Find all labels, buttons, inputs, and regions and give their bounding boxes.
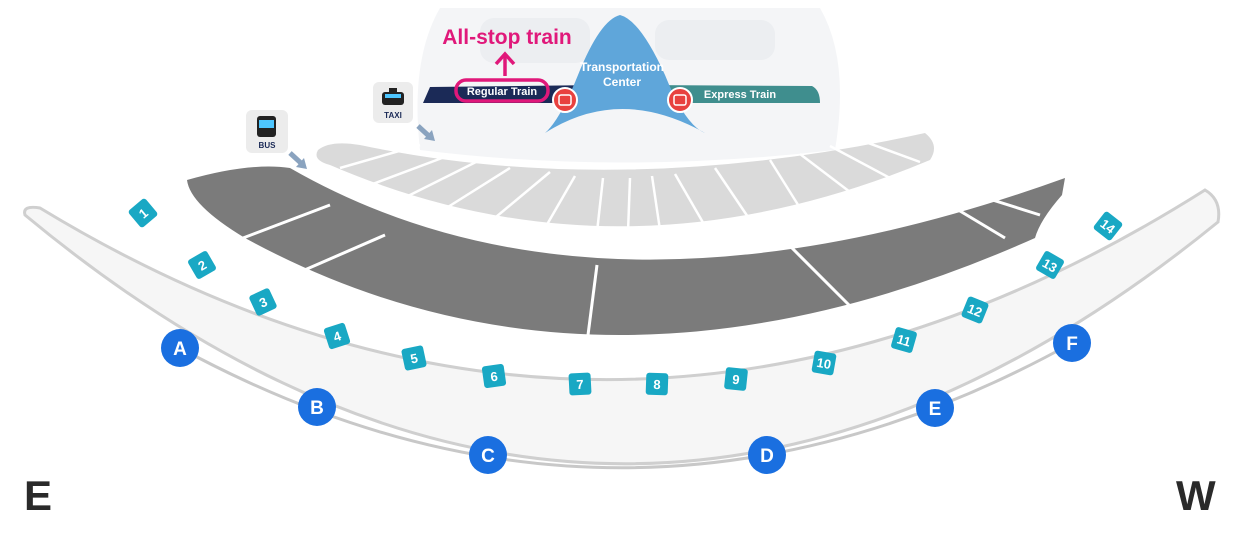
express-train-label: Express Train bbox=[704, 89, 776, 101]
compass-west: W bbox=[1176, 472, 1216, 519]
train-station-icon bbox=[667, 87, 693, 113]
gate-marker bbox=[249, 288, 277, 316]
gate-marker bbox=[1036, 251, 1064, 279]
counter-C[interactable]: C bbox=[469, 436, 507, 474]
gate-2[interactable]: 2 bbox=[187, 250, 217, 280]
gate-marker bbox=[481, 363, 507, 389]
gate-marker bbox=[961, 296, 989, 324]
check-in-zone bbox=[187, 166, 1065, 335]
counter-letter: E bbox=[929, 399, 942, 420]
counter-letter: F bbox=[1066, 334, 1078, 355]
zone-dividers bbox=[242, 183, 1041, 336]
gate-12[interactable]: 12 bbox=[961, 296, 990, 325]
counter-marker bbox=[1053, 324, 1091, 362]
gate-number: 5 bbox=[409, 350, 419, 366]
counter-letter: A bbox=[173, 339, 187, 360]
bus-icon bbox=[257, 116, 276, 137]
gate-13[interactable]: 13 bbox=[1035, 250, 1065, 280]
gate-10[interactable]: 10 bbox=[811, 350, 837, 376]
gate-marker bbox=[645, 372, 669, 396]
gate-marker bbox=[811, 350, 837, 376]
gate-marker bbox=[891, 327, 917, 353]
counter-E[interactable]: E bbox=[916, 389, 954, 427]
gate-marker bbox=[724, 367, 748, 391]
gate-number: 12 bbox=[965, 301, 984, 320]
gate-marker bbox=[323, 322, 351, 350]
counter-letter: C bbox=[481, 446, 495, 467]
gate-5[interactable]: 5 bbox=[401, 345, 427, 371]
gate-7[interactable]: 7 bbox=[568, 372, 592, 396]
counter-marker bbox=[298, 388, 336, 426]
bus-label: BUS bbox=[259, 141, 277, 150]
gate-8[interactable]: 8 bbox=[645, 372, 669, 396]
all-stop-train-label: All-stop train bbox=[442, 26, 572, 49]
gate-4[interactable]: 4 bbox=[323, 322, 351, 350]
boarding-piers bbox=[316, 133, 934, 227]
counter-F[interactable]: F bbox=[1053, 324, 1091, 362]
gate-number: 11 bbox=[895, 331, 912, 349]
counter-A[interactable]: A bbox=[161, 329, 199, 367]
counter-B[interactable]: B bbox=[298, 388, 336, 426]
counter-letter: D bbox=[760, 446, 774, 467]
compass-east: E bbox=[24, 472, 53, 519]
gate-14[interactable]: 14 bbox=[1093, 211, 1124, 242]
bus-arrow-icon bbox=[296, 158, 307, 169]
gate-marker bbox=[401, 345, 427, 371]
gate-number: 13 bbox=[1040, 255, 1060, 275]
transportation-center[interactable] bbox=[545, 15, 705, 133]
gate-marker bbox=[188, 251, 216, 279]
bus-stop[interactable]: BUS bbox=[246, 110, 288, 153]
counter-marker bbox=[469, 436, 507, 474]
gate-number: 6 bbox=[489, 369, 498, 385]
arrow-up-icon bbox=[494, 51, 516, 76]
taxi-arrow-icon bbox=[424, 130, 435, 141]
gate-11[interactable]: 11 bbox=[890, 326, 917, 353]
gate-3[interactable]: 3 bbox=[248, 287, 277, 316]
regular-train-highlight bbox=[454, 78, 550, 103]
gate-number: 7 bbox=[576, 377, 584, 392]
counter-marker bbox=[161, 329, 199, 367]
gate-6[interactable]: 6 bbox=[481, 363, 507, 389]
gate-1[interactable]: 1 bbox=[128, 198, 159, 229]
counter-letter: B bbox=[310, 398, 324, 419]
gate-number: 9 bbox=[732, 372, 741, 388]
gate-marker bbox=[568, 372, 592, 396]
gate-number: 10 bbox=[815, 355, 832, 372]
gate-number: 8 bbox=[653, 377, 661, 392]
train-station-icon bbox=[552, 87, 578, 113]
taxi-icon bbox=[382, 88, 404, 105]
counter-marker bbox=[916, 389, 954, 427]
gate-marker bbox=[128, 198, 158, 228]
counter-marker bbox=[748, 436, 786, 474]
center-label-1: Transportation bbox=[580, 60, 664, 74]
taxi-label: TAXI bbox=[384, 111, 402, 120]
gate-9[interactable]: 9 bbox=[724, 367, 748, 391]
regular-train-label: Regular Train bbox=[467, 86, 538, 98]
center-label-2: Center bbox=[603, 75, 641, 89]
taxi-stand[interactable]: TAXI bbox=[373, 82, 413, 123]
gate-marker bbox=[1093, 211, 1123, 241]
counter-D[interactable]: D bbox=[748, 436, 786, 474]
